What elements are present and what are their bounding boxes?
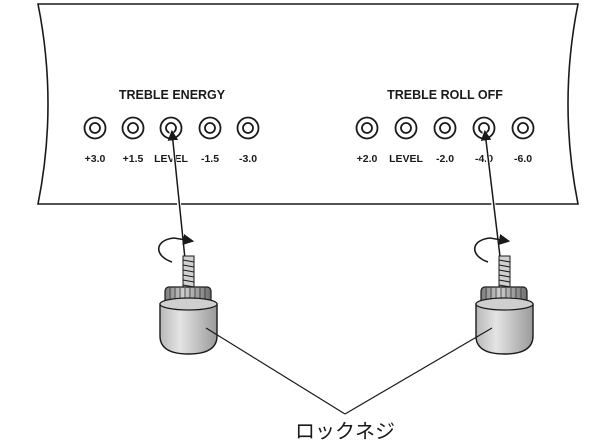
treble-roll-off-title: TREBLE ROLL OFF bbox=[387, 88, 503, 102]
lock-screw-callout-label: ロックネジ bbox=[295, 419, 395, 443]
position-label: +2.0 bbox=[357, 153, 378, 165]
position-label: -1.5 bbox=[201, 153, 219, 165]
position-label: +3.0 bbox=[85, 153, 106, 165]
socket-icon[interactable] bbox=[236, 116, 260, 140]
callout-leader-lines bbox=[205, 327, 493, 415]
position-label: -2.0 bbox=[436, 153, 454, 165]
position-label: LEVEL bbox=[154, 153, 188, 165]
socket-icon[interactable] bbox=[511, 116, 535, 140]
treble-roll-off-position-labels: +2.0 LEVEL -2.0 -4.0 -6.0 bbox=[357, 153, 533, 165]
panel-outline bbox=[37, 3, 579, 205]
treble-roll-off-sockets bbox=[355, 116, 535, 140]
socket-icon[interactable] bbox=[83, 116, 107, 140]
position-label: -6.0 bbox=[514, 153, 532, 165]
position-label: -3.0 bbox=[239, 153, 257, 165]
treble-energy-title: TREBLE ENERGY bbox=[119, 88, 226, 102]
lock-screw-icon[interactable] bbox=[159, 255, 218, 355]
rotation-arrow-icon bbox=[473, 234, 511, 263]
socket-icon[interactable] bbox=[394, 116, 418, 140]
lock-screw-icon[interactable] bbox=[475, 255, 534, 355]
treble-energy-position-labels: +3.0 +1.5 LEVEL -1.5 -3.0 bbox=[85, 153, 258, 165]
position-label: LEVEL bbox=[389, 153, 423, 165]
rotation-arrow-icon bbox=[157, 234, 195, 263]
position-label: +1.5 bbox=[123, 153, 144, 165]
position-label: -4.0 bbox=[475, 153, 493, 165]
socket-icon[interactable] bbox=[433, 116, 457, 140]
socket-icon[interactable] bbox=[198, 116, 222, 140]
socket-icon[interactable] bbox=[121, 116, 145, 140]
socket-icon[interactable] bbox=[355, 116, 379, 140]
